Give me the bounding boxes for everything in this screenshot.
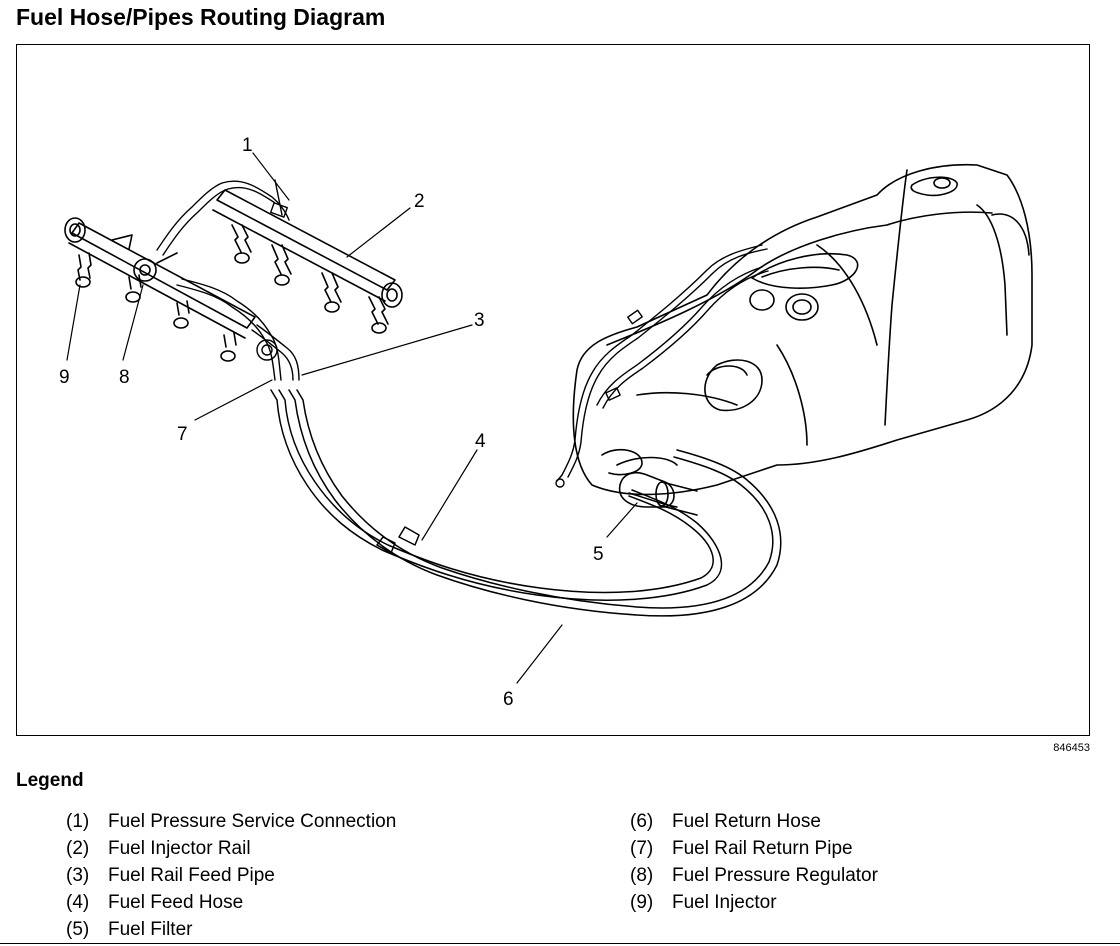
fuel-tank — [572, 163, 1033, 496]
callout-6: 6 — [503, 689, 514, 710]
legend-item: (6)Fuel Return Hose — [630, 811, 821, 832]
engine-fuel-pipes — [156, 179, 300, 381]
fuel-injector-rail — [64, 189, 403, 339]
diagram-frame: 1 2 3 4 5 6 7 8 9 — [16, 44, 1090, 736]
legend-item: (9)Fuel Injector — [630, 892, 777, 913]
callout-leaders — [66, 152, 638, 684]
figure-id: 846453 — [1053, 742, 1090, 754]
legend-list-left: (1)Fuel Pressure Service Connection (2)F… — [66, 808, 396, 943]
fuel-hoses — [270, 389, 782, 617]
callout-5: 5 — [593, 544, 604, 565]
legend-title: Legend — [16, 770, 84, 791]
legend-item: (5)Fuel Filter — [66, 919, 193, 940]
callout-1: 1 — [242, 135, 253, 156]
legend-item: (2)Fuel Injector Rail — [66, 838, 251, 859]
legend-item: (4)Fuel Feed Hose — [66, 892, 244, 913]
legend-list-right: (6)Fuel Return Hose (7)Fuel Rail Return … — [630, 808, 878, 916]
legend-item: (8)Fuel Pressure Regulator — [630, 865, 878, 886]
callout-4: 4 — [475, 431, 486, 452]
diagram-illustration: 1 2 3 4 5 6 7 8 9 — [59, 135, 1033, 710]
bottom-rule — [0, 943, 1120, 944]
tank-fuel-lines — [555, 244, 769, 488]
legend-item: (1)Fuel Pressure Service Connection — [66, 811, 397, 832]
callout-8: 8 — [119, 367, 130, 388]
callout-9: 9 — [59, 367, 70, 388]
fuel-filter — [618, 471, 698, 516]
fuel-pressure-regulator — [133, 252, 178, 282]
callout-7: 7 — [177, 424, 188, 445]
callout-numbers: 1 2 3 4 5 6 7 8 9 — [59, 135, 604, 710]
callout-2: 2 — [414, 191, 425, 212]
legend-item: (3)Fuel Rail Feed Pipe — [66, 865, 275, 886]
fuel-injectors — [75, 224, 389, 362]
callout-3: 3 — [474, 310, 485, 331]
page-title: Fuel Hose/Pipes Routing Diagram — [16, 4, 386, 30]
legend-item: (7)Fuel Rail Return Pipe — [630, 838, 853, 859]
